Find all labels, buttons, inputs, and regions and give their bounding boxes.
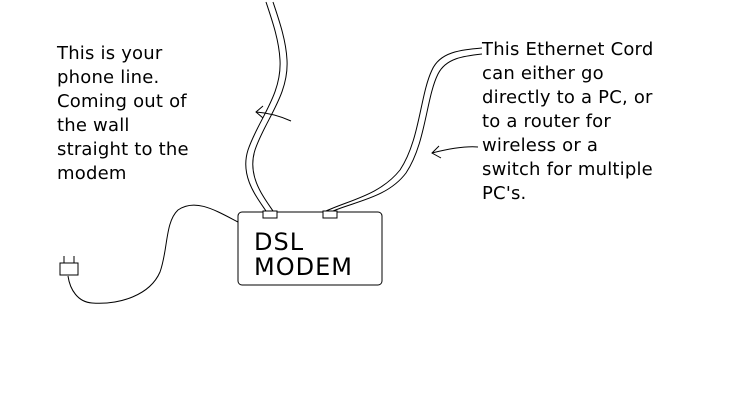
annotation-line: switch for multiple <box>482 159 653 180</box>
power-plug-icon <box>59 256 79 276</box>
phone-line-wire <box>245 1 281 212</box>
ethernet-cord-wire <box>325 47 483 212</box>
phone-line-arrow <box>255 105 292 122</box>
annotation-line: modem <box>57 163 127 184</box>
phone-line-wire-inner <box>252 1 288 212</box>
modem-label-dsl: DSL <box>254 228 305 256</box>
modem-box <box>237 211 383 286</box>
ethernet-port <box>322 210 338 219</box>
annotation-line: wireless or a <box>482 135 599 156</box>
annotation-line: straight to the <box>57 139 189 160</box>
ethernet-cord-annotation: This Ethernet Cord can either go directl… <box>482 38 653 206</box>
annotation-line: directly to a PC, or <box>482 87 653 108</box>
phone-port <box>262 210 278 219</box>
annotation-line: to a router for <box>482 111 611 132</box>
annotation-line: This is your <box>57 43 163 64</box>
annotation-line: This Ethernet Cord <box>482 39 654 60</box>
annotation-line: Coming out of <box>57 91 187 112</box>
phone-line-annotation: This is your phone line. Coming out of t… <box>57 42 189 186</box>
power-cord <box>67 204 239 304</box>
ethernet-cord-arrow <box>431 145 479 159</box>
modem-label-modem: MODEM <box>254 253 353 281</box>
annotation-line: the wall <box>57 115 130 136</box>
ethernet-cord-wire-inner <box>332 53 483 212</box>
annotation-line: phone line. <box>57 67 160 88</box>
annotation-line: PC's. <box>482 183 527 204</box>
annotation-line: can either go <box>482 63 604 84</box>
